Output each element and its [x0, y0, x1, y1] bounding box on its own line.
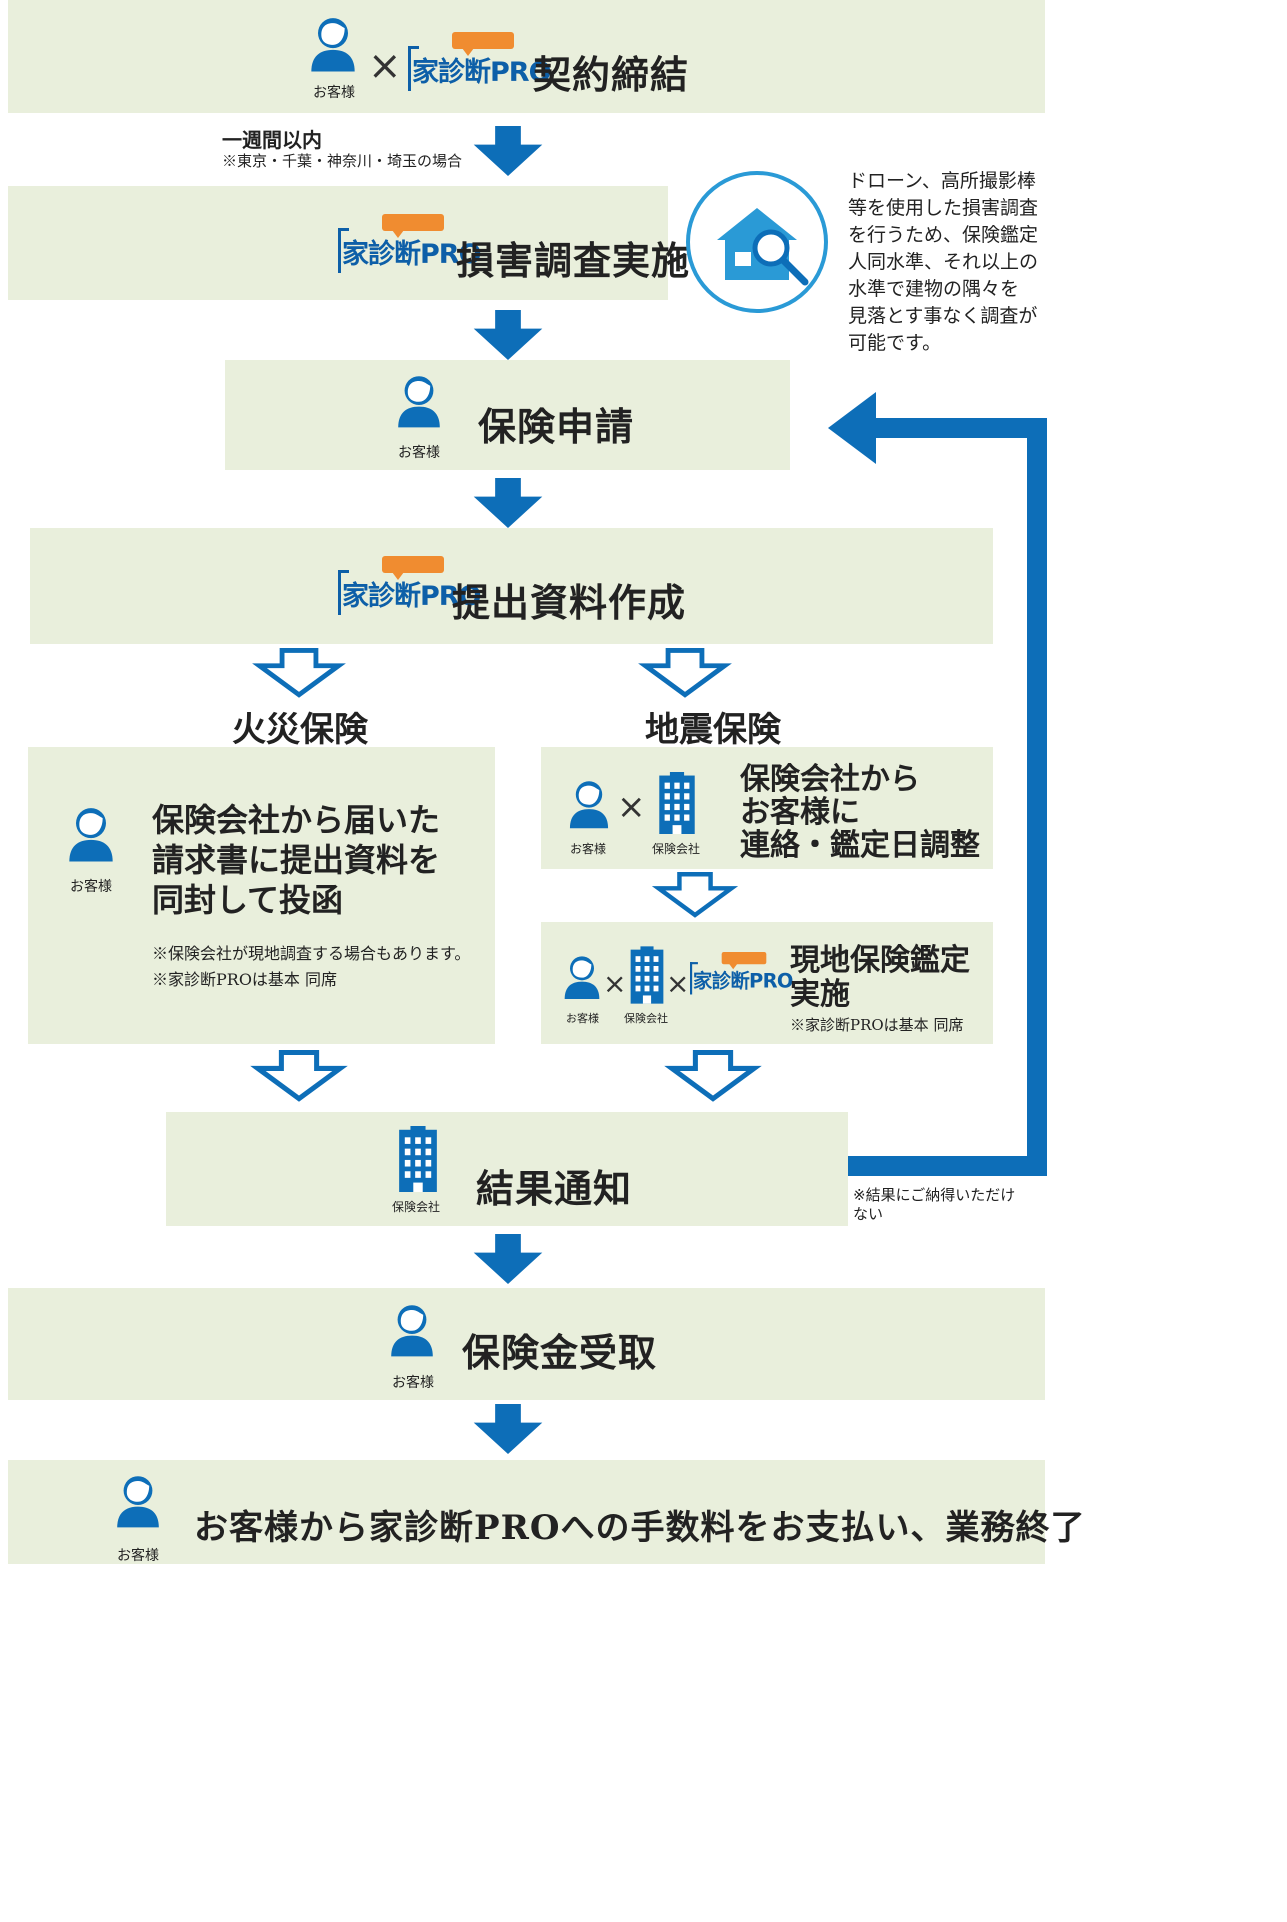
kashindan-pro-logo: 家診断PRO: [408, 32, 552, 91]
customer-icon: [388, 1300, 436, 1360]
customer-icon: [66, 800, 116, 868]
step-result-box: [166, 1112, 848, 1226]
quake-onsite-note: ※家診断PROは基本 同席: [790, 1016, 964, 1034]
insurer-label: 保険会社: [392, 1200, 441, 1214]
insurer-building-icon: [397, 1126, 439, 1192]
customer-label: お客様: [566, 1012, 599, 1025]
arrow-down-1: [460, 126, 556, 176]
insurer-label: 保険会社: [652, 842, 701, 856]
arrow-hollow-quake-result: [658, 1050, 768, 1102]
fire-note-1: ※保険会社が現地調査する場合もあります。: [152, 944, 471, 963]
arrow-down-2: [460, 310, 556, 360]
step-documents-box: [30, 528, 993, 644]
times-sign: ×: [603, 967, 627, 1000]
customer-icon: [395, 374, 443, 428]
quake-contact-box: [541, 747, 993, 869]
kashindan-pro-logo: 家診断PRO: [690, 952, 793, 995]
step-result-title: 結果通知: [476, 1166, 633, 1211]
times-sign: ×: [368, 43, 402, 89]
customer-icon: [114, 1470, 162, 1532]
fire-body: 保険会社から届いた 請求書に提出資料を 同封して投函: [152, 801, 441, 919]
insurer-building-icon: [629, 946, 665, 1004]
fire-insurance-heading: 火災保険: [232, 710, 368, 750]
drone-note: ドローン、高所撮影棒 等を使用した損害調査 を行うため、保険鑑定 人同水準、それ…: [848, 170, 1039, 354]
customer-label: お客様: [313, 85, 355, 101]
customer-icon: [308, 16, 358, 72]
step-payout-title: 保険金受取: [462, 1330, 658, 1375]
quake-contact-text: 保険会社から お客様に 連絡・鑑定日調整: [740, 762, 980, 863]
earthquake-insurance-heading: 地震保険: [645, 710, 781, 750]
arrow-hollow-fire-result: [244, 1050, 354, 1102]
arrow-down-5: [460, 1404, 556, 1454]
fire-box: [28, 747, 495, 1044]
insurer-label: 保険会社: [624, 1012, 668, 1025]
arrow-down-4: [460, 1234, 556, 1284]
step-payout-box: [8, 1288, 1045, 1400]
kashindan-pro-logo: 家診断PRO: [338, 556, 482, 615]
arrow-down-3: [460, 478, 556, 528]
timing-label: 一週間以内: [222, 128, 322, 152]
fire-note-2: ※家診断PROは基本 同席: [152, 970, 338, 989]
quake-onsite-text: 現地保険鑑定 実施: [790, 943, 970, 1012]
step-final-title: お客様から家診断PROへの手数料をお支払い、業務終了: [194, 1508, 1086, 1548]
arrow-hollow-quake: [630, 648, 740, 698]
customer-label: お客様: [392, 1375, 434, 1391]
timing-note: ※東京・千葉・神奈川・埼玉の場合: [222, 152, 463, 170]
customer-label: お客様: [398, 445, 440, 461]
house-inspection-icon: [686, 171, 828, 313]
step-survey-title: 損害調査実施: [456, 238, 691, 283]
step-documents-title: 提出資料作成: [452, 580, 687, 625]
step-contract-title: 契約締結: [533, 52, 690, 97]
arrow-hollow-fire: [244, 648, 354, 698]
customer-icon: [567, 775, 611, 833]
kashindan-pro-logo: 家診断PRO: [338, 214, 482, 273]
step-claim-box: [225, 360, 790, 470]
times-sign: ×: [617, 787, 646, 827]
step-claim-title: 保険申請: [478, 404, 635, 449]
quake-onsite-box: [541, 922, 993, 1044]
customer-label: お客様: [570, 842, 607, 856]
loop-note: ※結果にご納得いただけ ない: [853, 1186, 1016, 1223]
customer-label: お客様: [117, 1548, 159, 1564]
step-final-box: [8, 1460, 1045, 1564]
times-sign: ×: [666, 967, 690, 1000]
insurer-building-icon: [657, 772, 697, 834]
step-contract-box: [8, 0, 1045, 113]
arrow-hollow-quake-2: [640, 872, 750, 918]
customer-icon: [562, 950, 602, 1004]
customer-label: お客様: [70, 879, 112, 895]
loop-back-arrow: [828, 392, 1047, 1176]
